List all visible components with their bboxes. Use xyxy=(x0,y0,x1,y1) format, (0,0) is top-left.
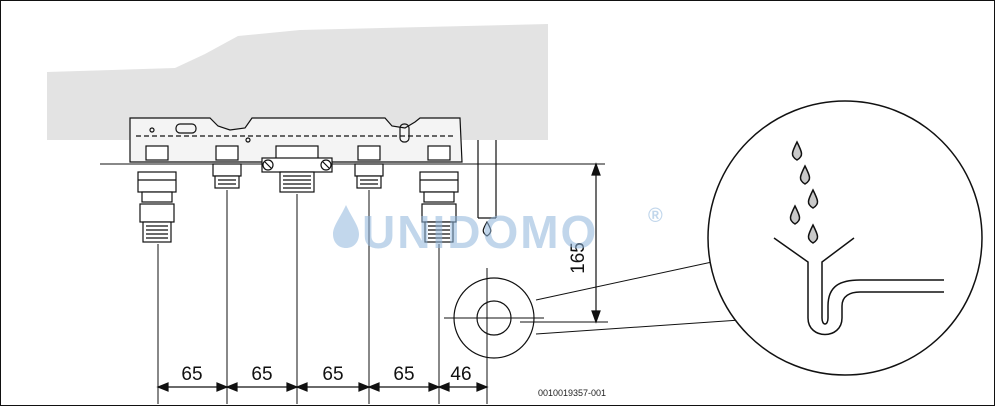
dimension-label-5: 46 xyxy=(450,364,471,385)
connection-1 xyxy=(137,145,177,243)
connection-3 xyxy=(261,145,333,193)
water-drops-funnel-siphon-icon xyxy=(707,100,983,376)
dimension-label-4: 65 xyxy=(393,364,414,385)
drain-opening xyxy=(444,268,544,368)
boiler-body xyxy=(47,24,548,140)
dimension-arrows xyxy=(156,382,489,392)
height-dimension-label: 165 xyxy=(568,242,589,274)
detail-leader-lines xyxy=(535,261,741,335)
condensate-pipe xyxy=(477,140,497,237)
water-drop-icon xyxy=(333,205,359,248)
watermark-text: UNIDOMO xyxy=(362,206,598,258)
connection-4 xyxy=(354,145,384,189)
connection-5 xyxy=(419,145,459,243)
vertical-dimension xyxy=(520,162,608,324)
watermark-registered-mark: ® xyxy=(648,205,663,227)
dimension-label-1: 65 xyxy=(181,364,202,385)
drawing-code: 0010019357-001 xyxy=(538,388,606,398)
dimension-label-3: 65 xyxy=(322,364,343,385)
connection-2 xyxy=(212,145,242,189)
watermark: UNIDOMO ® xyxy=(333,205,663,258)
dimension-label-2: 65 xyxy=(251,364,272,385)
